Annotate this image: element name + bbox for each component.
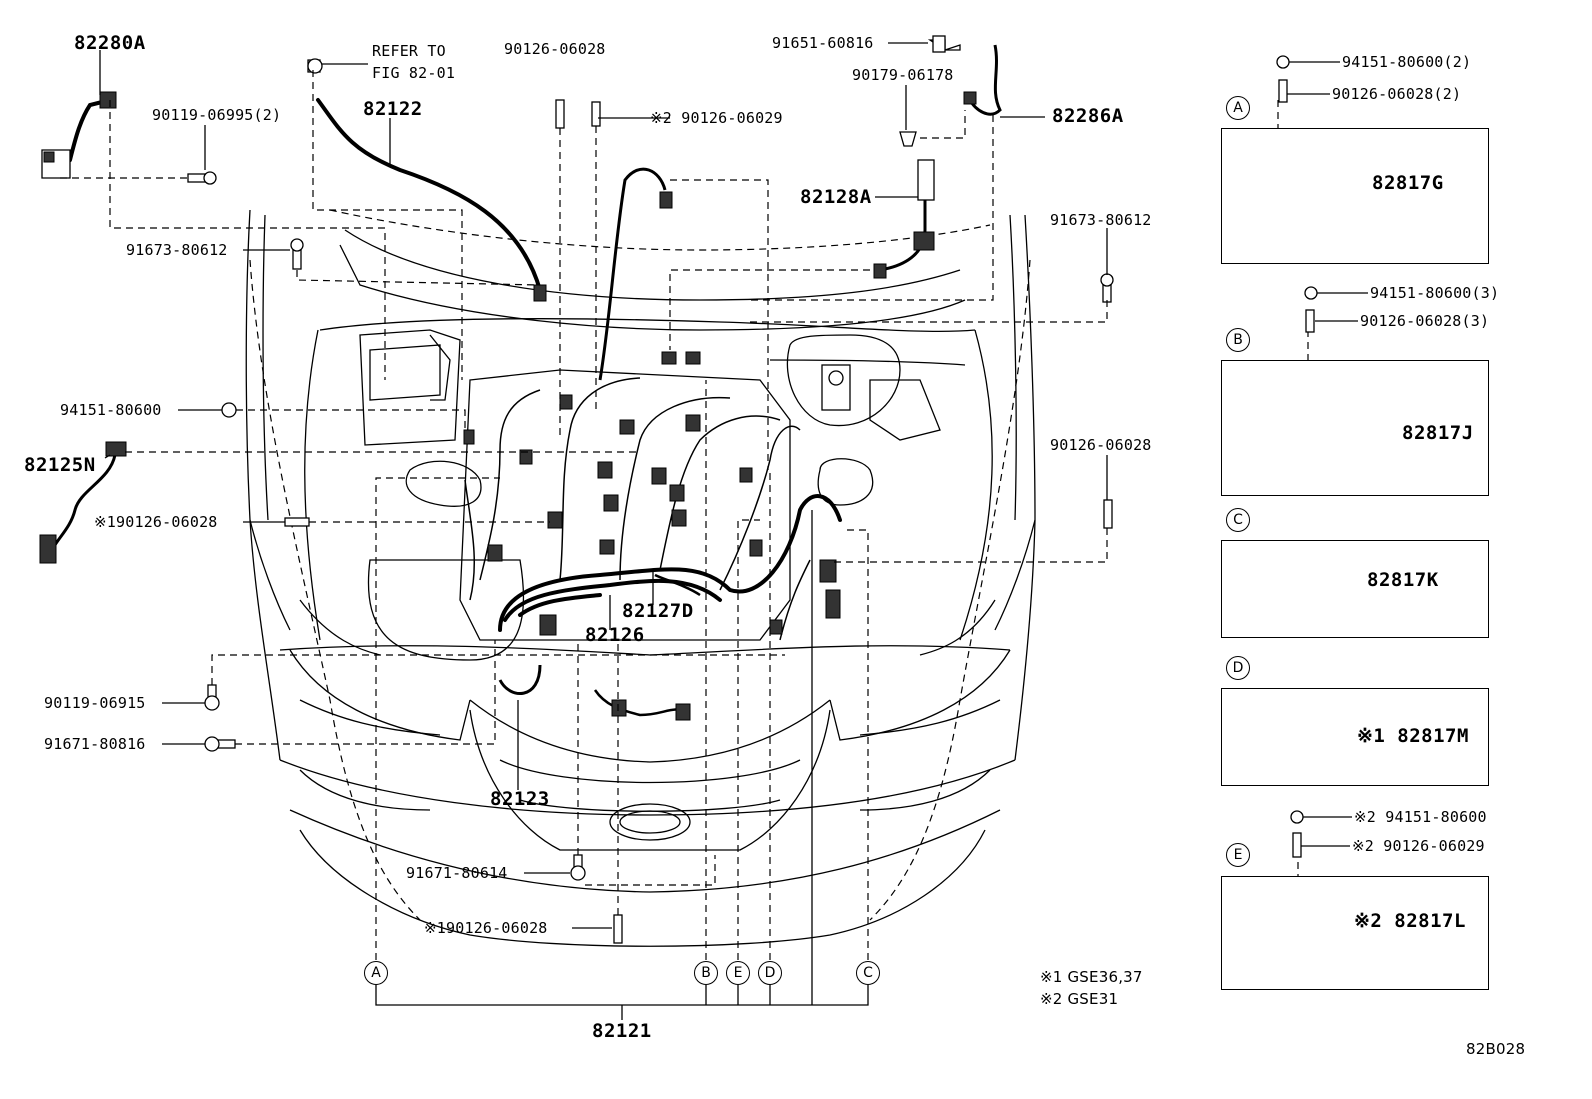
fasteners	[187, 35, 1114, 944]
harness-82123	[498, 664, 691, 721]
label-90179-06178: 90179-06178	[852, 66, 954, 84]
harness-top-center	[598, 167, 673, 381]
label-refer-to: REFER TO	[372, 42, 446, 60]
harness-82280A	[41, 91, 117, 179]
label-91671-80614: 91671-80614	[406, 864, 508, 882]
detail-panel-C	[1221, 540, 1489, 638]
panel-E-nut: ※2 94151-80600	[1354, 808, 1487, 826]
marker-B: B	[694, 961, 718, 985]
harness-82127D	[654, 573, 701, 597]
label-90126-06028-right: 90126-06028	[1050, 436, 1152, 454]
footnote-1: ※1 GSE36,37	[1040, 968, 1143, 986]
panel-A-part: 82817G	[1372, 172, 1444, 194]
label-94151-80600-left: 94151-80600	[60, 401, 162, 419]
detail-panel-E	[1221, 876, 1489, 990]
label-82122: 82122	[363, 98, 423, 120]
marker-D: D	[758, 961, 782, 985]
panel-B-nut: 94151-80600(3)	[1370, 284, 1500, 302]
label-91673-80612-left: 91673-80612	[126, 241, 228, 259]
detail-panel-D	[1221, 688, 1489, 786]
detail-panel-B	[1221, 360, 1489, 496]
panel-marker-D: D	[1226, 656, 1250, 680]
panel-marker-C: C	[1226, 508, 1250, 532]
panel-D-part: ※1 82817M	[1357, 725, 1469, 747]
label-82123: 82123	[490, 788, 550, 810]
label-82128A: 82128A	[800, 186, 872, 208]
label-82126: 82126	[585, 624, 645, 646]
panel-C-part: 82817K	[1367, 569, 1439, 591]
panel-B-stud: 90126-06028(3)	[1360, 312, 1490, 330]
marker-C: C	[856, 961, 880, 985]
label-90126-06028-left: ※190126-06028	[94, 513, 218, 531]
harness-82125N	[39, 441, 127, 564]
label-90119-06915: 90119-06915	[44, 694, 146, 712]
main-harness-82121	[463, 351, 842, 641]
panel-marker-A: A	[1226, 96, 1250, 120]
label-82121: 82121	[592, 1020, 652, 1042]
label-91673-80612-right: 91673-80612	[1050, 211, 1152, 229]
marker-A: A	[364, 961, 388, 985]
label-fig-82-01: FIG 82-01	[372, 64, 456, 82]
label-82127D: 82127D	[622, 600, 694, 622]
leader-lines	[99, 42, 1400, 1020]
marker-E: E	[726, 961, 750, 985]
harness-82122	[307, 59, 547, 302]
panel-E-stud: ※2 90126-06029	[1352, 837, 1485, 855]
panel-marker-B: B	[1226, 328, 1250, 352]
panel-A-nut: 94151-80600(2)	[1342, 53, 1472, 71]
label-90119-06995: 90119-06995(2)	[152, 106, 282, 124]
panel-E-part: ※2 82817L	[1354, 910, 1466, 932]
label-82280A: 82280A	[74, 32, 146, 54]
label-82125N: 82125N	[24, 454, 96, 476]
label-90126-06029-top: ※2 90126-06029	[650, 109, 783, 127]
footnote-2: ※2 GSE31	[1040, 990, 1119, 1008]
label-90126-06028-bottom: ※190126-06028	[424, 919, 548, 937]
label-91651-60816: 91651-60816	[772, 34, 874, 52]
panel-A-stud: 90126-06028(2)	[1332, 85, 1462, 103]
label-82286A: 82286A	[1052, 105, 1124, 127]
panel-marker-E: E	[1226, 843, 1250, 867]
label-90126-06028-top: 90126-06028	[504, 40, 606, 58]
panel-B-part: 82817J	[1402, 422, 1474, 444]
harness-82128A	[873, 159, 935, 279]
label-91671-80816: 91671-80816	[44, 735, 146, 753]
detail-panel-A	[1221, 128, 1489, 264]
reference-lines	[60, 70, 1351, 960]
car-body-outline	[245, 209, 1036, 947]
diagram-code: 82B028	[1466, 1040, 1526, 1058]
harness-82286A	[963, 44, 1002, 116]
